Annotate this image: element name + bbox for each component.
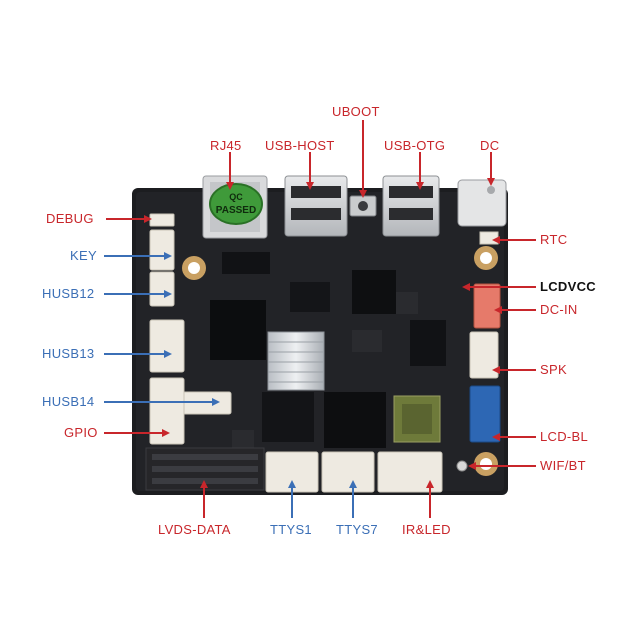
label-spk: SPK xyxy=(540,362,567,377)
label-ir-led: IR&LED xyxy=(402,522,451,537)
usb-host-port xyxy=(284,175,348,237)
label-dc: DC xyxy=(480,138,500,153)
husb12-connector xyxy=(149,271,175,307)
label-lvds-data: LVDS-DATA xyxy=(158,522,231,537)
label-rtc: RTC xyxy=(540,232,568,247)
label-rj45: RJ45 xyxy=(210,138,242,153)
wif-bt-antenna xyxy=(456,460,468,472)
qc-sticker-line1: QC xyxy=(229,192,243,202)
label-wif-bt: WIF/BT xyxy=(540,458,586,473)
label-ttys1: TTYS1 xyxy=(270,522,312,537)
key-connector xyxy=(149,229,175,271)
spk-connector xyxy=(469,331,499,379)
gpio-connector xyxy=(149,377,185,445)
components xyxy=(210,252,446,448)
debug-connector xyxy=(149,213,175,227)
label-dc-in: DC-IN xyxy=(540,302,578,317)
qc-sticker-line2: PASSED xyxy=(216,205,256,216)
label-husb13: HUSB13 xyxy=(42,346,95,361)
usb-otg-port xyxy=(382,175,440,237)
wifi-module xyxy=(393,395,441,443)
label-usb-otg: USB-OTG xyxy=(384,138,446,153)
label-husb12: HUSB12 xyxy=(42,286,95,301)
label-ttys7: TTYS7 xyxy=(336,522,378,537)
label-lcd-bl: LCD-BL xyxy=(540,429,589,444)
dc-jack xyxy=(457,179,507,227)
rtc-connector xyxy=(479,231,499,245)
label-debug: DEBUG xyxy=(46,211,94,226)
label-uboot: UBOOT xyxy=(332,104,380,119)
ir-led-connector xyxy=(377,451,443,493)
dc-in-connector xyxy=(473,283,501,329)
uboot-button xyxy=(349,195,377,217)
heatsink xyxy=(267,331,325,391)
mount-holes xyxy=(182,246,498,476)
label-lcdvcc: LCDVCC xyxy=(540,279,596,294)
qc-sticker: QC PASSED xyxy=(209,183,263,225)
label-gpio: GPIO xyxy=(64,425,98,440)
right-connectors xyxy=(456,231,501,472)
label-husb14: HUSB14 xyxy=(42,394,95,409)
ttys7-connector xyxy=(321,451,375,493)
husb13-connector xyxy=(149,319,185,373)
lcd-bl-connector xyxy=(469,385,501,443)
label-key: KEY xyxy=(70,248,97,263)
label-usb-host: USB-HOST xyxy=(265,138,335,153)
